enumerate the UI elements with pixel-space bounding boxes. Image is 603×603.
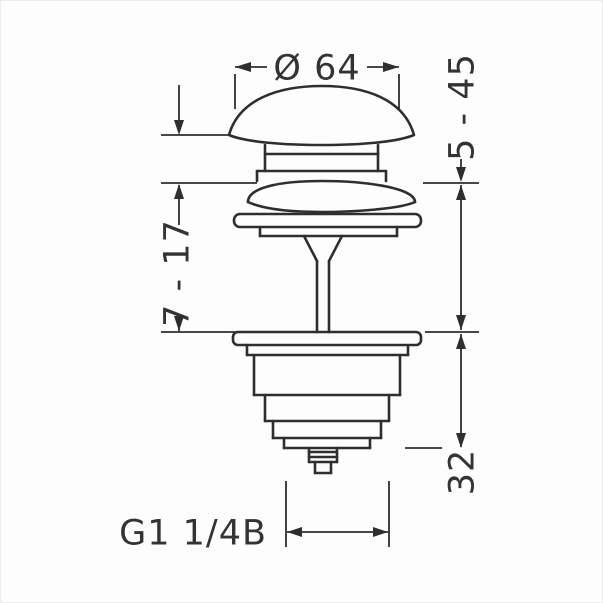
valve-neck — [255, 143, 388, 183]
dim-travel: 5 - 45 — [423, 53, 482, 333]
dim-thread-label: G1 1/4B — [119, 513, 267, 553]
dim-cap-diameter: Ø 64 — [234, 48, 400, 109]
valve-flange — [232, 179, 423, 238]
dim-cap-diameter-label: Ø 64 — [273, 48, 360, 88]
dim-travel-label: 5 - 45 — [442, 53, 482, 161]
bottom-nub — [307, 446, 339, 475]
valve-cap — [227, 84, 416, 147]
dim-body-height: 32 — [405, 334, 482, 495]
dim-body-height-label: 32 — [442, 449, 482, 496]
dim-thread: G1 1/4B — [119, 481, 390, 553]
dim-clamp-range-label: 7 - 17 — [157, 219, 197, 327]
mounting-disc — [231, 330, 423, 357]
dim-clamp-range: 7 - 17 — [157, 85, 257, 333]
valve-body — [252, 353, 402, 450]
valve-stem — [302, 234, 344, 334]
